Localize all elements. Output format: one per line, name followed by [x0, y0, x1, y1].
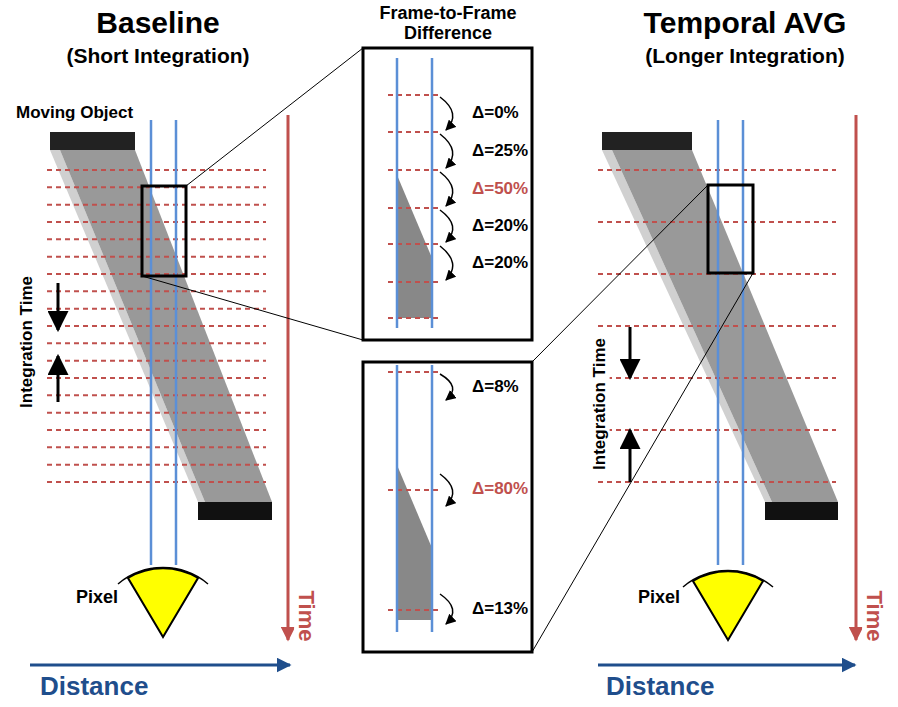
difference-arrow — [440, 246, 453, 280]
difference-arrow — [440, 474, 453, 506]
pixel-label: Pixel — [638, 588, 680, 608]
difference-value: Δ=80% — [472, 480, 528, 499]
time-axis — [287, 115, 290, 640]
integration-arrow — [57, 356, 60, 402]
frame-line — [47, 394, 266, 396]
difference-value: Δ=25% — [472, 142, 528, 161]
frame-line — [47, 412, 266, 414]
frame-line — [47, 481, 266, 483]
difference-value: Δ=0% — [472, 104, 519, 123]
difference-arrows — [440, 374, 453, 624]
zoom-title: Frame-to-Frame Difference — [363, 4, 533, 44]
zoom-rect — [142, 186, 186, 276]
difference-value: Δ=20% — [472, 217, 528, 236]
axis-label: Integration Time — [591, 336, 610, 472]
time-axis — [855, 115, 858, 640]
time-label: Time — [862, 589, 886, 644]
integration-arrow — [629, 327, 632, 378]
difference-arrow — [440, 594, 453, 624]
pixel-label: Pixel — [76, 588, 118, 608]
difference-arrows — [440, 97, 453, 280]
frame-line — [47, 464, 266, 466]
frame-line — [47, 256, 266, 258]
difference-arrow — [440, 134, 453, 168]
frame-line — [47, 377, 266, 379]
panel-title: Temporal AVG — [644, 6, 847, 39]
zoom-leader — [142, 48, 753, 652]
pixel-cone — [118, 568, 208, 637]
frame-line — [47, 360, 266, 362]
distance-axis — [598, 664, 855, 667]
distance-label: Distance — [40, 672, 148, 701]
frame-line — [47, 325, 266, 327]
frame-line — [47, 446, 266, 448]
object-slice — [397, 175, 432, 318]
object-slice — [397, 465, 432, 620]
frame-line — [47, 169, 266, 171]
frame-line — [47, 204, 266, 206]
difference-arrow — [440, 172, 453, 206]
integration-arrow — [57, 283, 60, 330]
difference-value: Δ=13% — [472, 600, 528, 619]
frame-line — [47, 342, 266, 344]
difference-arrow — [440, 374, 453, 400]
frame-lines — [47, 170, 266, 482]
difference-value: Δ=8% — [472, 378, 519, 397]
pixel-bounds — [718, 120, 743, 565]
integration-arrow — [629, 430, 632, 482]
panel-subtitle: (Short Integration) — [66, 44, 249, 67]
frame-line — [47, 429, 266, 431]
zoom-rect — [708, 185, 753, 273]
panel-subtitle: (Longer Integration) — [645, 44, 844, 67]
difference-arrow — [440, 210, 453, 242]
time-label: Time — [294, 589, 318, 644]
difference-value: Δ=20% — [472, 254, 528, 273]
pixel-cone — [683, 571, 773, 640]
zoom-box — [363, 362, 532, 652]
axis-label: Integration Time — [18, 274, 37, 410]
frame-line — [47, 221, 266, 223]
distance-axis — [30, 664, 290, 667]
difference-arrow — [440, 97, 453, 130]
difference-value: Δ=50% — [472, 180, 528, 199]
distance-label: Distance — [606, 672, 714, 701]
object-label: Moving Object — [16, 104, 133, 123]
frame-line — [47, 308, 266, 310]
zoom-box — [363, 48, 532, 340]
frame-line — [47, 238, 266, 240]
frame-line — [47, 290, 266, 292]
panel-title: Baseline — [96, 6, 219, 39]
